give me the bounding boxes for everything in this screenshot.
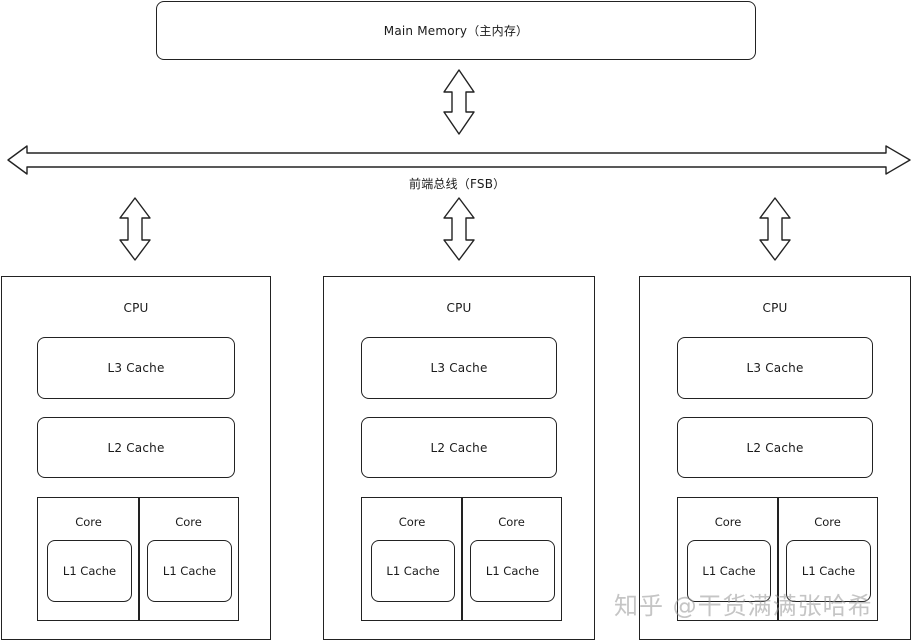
l1-cache: L1 Cache: [47, 540, 132, 602]
core-title: Core: [398, 515, 426, 529]
main-memory-label: Main Memory（主内存）: [383, 24, 529, 38]
core-title: Core: [714, 515, 742, 529]
memory-bus-arrow: [443, 69, 475, 135]
l1-cache-label: L1 Cache: [485, 564, 540, 578]
fsb-label: 前端总线（FSB）: [409, 177, 506, 191]
cpu3-bus-arrow: [759, 197, 791, 261]
fsb-bus-arrow: [7, 145, 911, 175]
l1-cache: L1 Cache: [147, 540, 232, 602]
cpu2-bus-arrow: [443, 197, 475, 261]
l2-cache: L2 Cache: [677, 417, 873, 478]
core-title: Core: [814, 515, 841, 529]
l1-cache: L1 Cache: [371, 540, 455, 602]
l1-cache-label: L1 Cache: [801, 564, 856, 578]
l1-cache-label: L1 Cache: [62, 564, 117, 578]
l1-cache: L1 Cache: [687, 540, 771, 602]
core-box: Core L1 Cache: [461, 497, 562, 621]
core-box: Core L1 Cache: [361, 497, 463, 621]
core-box: Core L1 Cache: [138, 497, 239, 621]
l1-cache-label: L1 Cache: [162, 564, 217, 578]
watermark: 知乎 @干货满满张哈希: [614, 592, 873, 620]
core-title: Core: [498, 515, 525, 529]
main-memory-box: Main Memory（主内存）: [156, 1, 756, 60]
cpu-box: CPU L3 Cache L2 Cache Core L1 Cache Core…: [639, 276, 911, 640]
l3-cache: L3 Cache: [361, 337, 557, 399]
core-title: Core: [75, 515, 102, 529]
cpu-box: CPU L3 Cache L2 Cache Core L1 Cache Core…: [1, 276, 271, 640]
l3-cache: L3 Cache: [37, 337, 235, 399]
l1-cache: L1 Cache: [786, 540, 871, 602]
l2-cache-label: L2 Cache: [107, 440, 165, 455]
l1-cache: L1 Cache: [470, 540, 555, 602]
cpu-title: CPU: [123, 301, 149, 315]
cpu-title: CPU: [446, 301, 472, 315]
core-box: Core L1 Cache: [677, 497, 779, 621]
l3-cache-label: L3 Cache: [107, 361, 165, 375]
l2-cache: L2 Cache: [361, 417, 557, 478]
l2-cache: L2 Cache: [37, 417, 235, 478]
core-box: Core L1 Cache: [37, 497, 140, 621]
core-box: Core L1 Cache: [777, 497, 878, 621]
cpu1-bus-arrow: [119, 197, 151, 261]
l2-cache-label: L2 Cache: [430, 440, 488, 455]
l3-cache-label: L3 Cache: [430, 361, 488, 375]
cpu-title: CPU: [762, 301, 788, 315]
l2-cache-label: L2 Cache: [746, 440, 804, 455]
l1-cache-label: L1 Cache: [386, 564, 440, 578]
core-title: Core: [175, 515, 202, 529]
l3-cache-label: L3 Cache: [746, 361, 804, 375]
cpu-box: CPU L3 Cache L2 Cache Core L1 Cache Core…: [323, 276, 595, 640]
l3-cache: L3 Cache: [677, 337, 873, 399]
l1-cache-label: L1 Cache: [702, 564, 756, 578]
